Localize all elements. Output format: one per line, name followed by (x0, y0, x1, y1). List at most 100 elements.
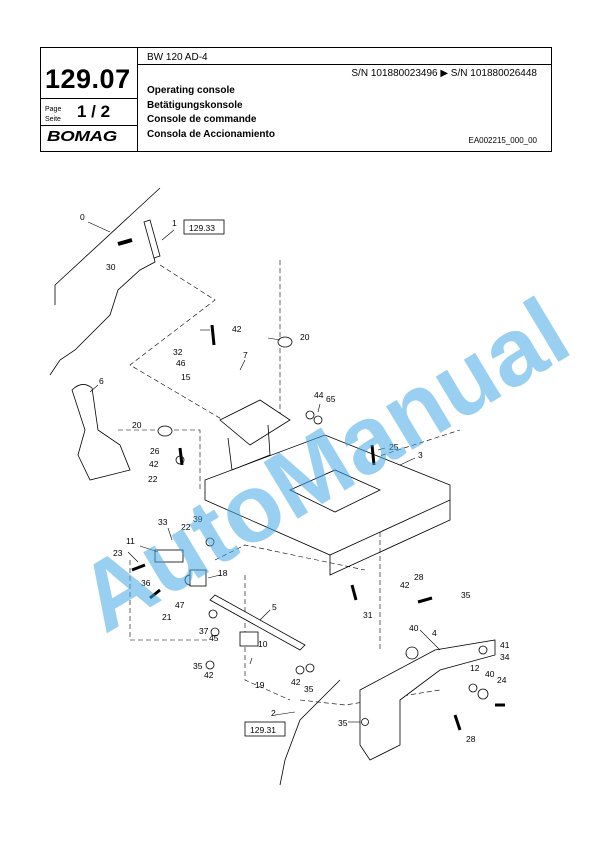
callout-42e: 42 (400, 580, 410, 590)
callout-24: 24 (497, 675, 507, 685)
bolt-25 (370, 444, 376, 466)
callout-44: 44 (314, 390, 324, 400)
callout-35d: 35 (461, 590, 471, 600)
callout-26: 26 (150, 446, 160, 456)
nut-35 (361, 718, 369, 726)
callout-35b: 35 (304, 684, 314, 694)
callout-37: 37 (199, 626, 209, 636)
callout-41: 41 (500, 640, 510, 650)
callout-12: 12 (470, 663, 480, 673)
washer-42b (295, 665, 305, 675)
callout-28b: 28 (466, 734, 476, 744)
ref-box-129-31 (244, 721, 286, 737)
control-cable (279, 679, 341, 786)
header-block: BW 120 AD-4 S/N 101880023496 ▶ S/N 10188… (40, 47, 552, 152)
drawing-number: EA002215_000_00 (468, 136, 537, 145)
title-fr: Console de commande (147, 114, 257, 125)
callout-30: 30 (106, 262, 116, 272)
reference-boxes: 129.33 129.31 (183, 219, 286, 737)
bolt-26 (178, 447, 184, 466)
callout-35: 35 (193, 661, 203, 671)
callout-18: 18 (218, 568, 228, 578)
washer-40b (477, 688, 489, 700)
page-number: 129.07 (45, 64, 131, 94)
washer-35b (305, 663, 315, 673)
ref-129-31: 129.31 (250, 725, 276, 735)
callout-19: 19 (255, 680, 265, 690)
callout-25: 25 (389, 442, 399, 452)
callout-15: 15 (181, 372, 191, 382)
washer-40 (405, 646, 419, 660)
bolt-28 (417, 596, 433, 604)
travel-lever (71, 384, 131, 481)
title-en: Operating console (147, 85, 235, 96)
page-label: Page Seite (45, 106, 62, 123)
shift-lever (143, 219, 161, 259)
callout-3: 3 (418, 450, 423, 460)
callout-2: 2 (271, 708, 276, 718)
callout-40: 40 (409, 623, 419, 633)
plug-20 (277, 336, 293, 348)
shaft (209, 594, 306, 651)
callout-42d: 42 (291, 677, 301, 687)
callout-6: 6 (99, 376, 104, 386)
bolt-23 (131, 563, 146, 572)
serial-range: S/N 101880023496 ▶ S/N 101880026448 (351, 68, 537, 79)
washer-35 (205, 660, 215, 670)
callout-40b: 40 (485, 669, 495, 679)
callout-10: 10 (258, 639, 268, 649)
callout-47: 47 (175, 600, 185, 610)
pedal-assembly (359, 639, 496, 761)
section-bracket-line (54, 187, 161, 305)
callout-28: 28 (414, 572, 424, 582)
callout-21: 21 (162, 612, 172, 622)
model-name: BW 120 AD-4 (147, 52, 208, 63)
lever-bracket-side (227, 424, 271, 471)
callout-39: 39 (193, 514, 203, 524)
callout-45: 45 (209, 633, 219, 643)
lever-11 (154, 549, 184, 563)
callout-36: 36 (141, 578, 151, 588)
callout-20b: 20 (132, 420, 142, 430)
callout-5: 5 (272, 602, 277, 612)
page-of: 1 / 2 (77, 102, 111, 121)
callout-42b: 42 (149, 459, 159, 469)
nut-41 (478, 645, 488, 655)
callout-65: 65 (326, 394, 336, 404)
washer-45 (210, 627, 220, 637)
callout-1: 1 (172, 218, 177, 228)
callout-46: 46 (176, 358, 186, 368)
header-divider (137, 48, 138, 151)
title-es: Consola de Accionamiento (147, 128, 275, 140)
callout-0: 0 (80, 212, 85, 222)
callout-11: 11 (126, 536, 135, 546)
console-cutout (289, 469, 381, 513)
washer-12 (468, 683, 478, 693)
callout-23: 23 (113, 548, 123, 558)
bomag-logo: BOMAG (47, 128, 117, 145)
ref-129-33: 129.33 (189, 223, 215, 233)
callout-4: 4 (432, 628, 437, 638)
ref-box-129-33 (183, 219, 225, 235)
callout-20: 20 (300, 332, 310, 342)
bracket-18 (189, 569, 207, 587)
bolt-31 (350, 584, 358, 601)
washer-39 (205, 537, 215, 547)
callout-34: 34 (500, 652, 510, 662)
leader-lines (87, 221, 441, 723)
callout-numbers: 0 1 30 42 20 32 46 7 15 6 44 65 25 3 20 … (80, 212, 510, 744)
plug-20b (157, 425, 173, 437)
bolt-30 (117, 238, 133, 246)
callout-35c: 35 (338, 718, 348, 728)
bolt-42 (210, 324, 216, 346)
callout-42: 42 (232, 324, 242, 334)
bolt-28b (453, 714, 462, 731)
callout-32: 32 (173, 347, 183, 357)
title-de: Betätigungskonsole (147, 99, 243, 111)
washer-65 (313, 415, 323, 425)
lever-bracket (219, 399, 291, 446)
console-flange (329, 500, 451, 576)
callout-31: 31 (363, 610, 373, 620)
callout-33: 33 (158, 517, 168, 527)
